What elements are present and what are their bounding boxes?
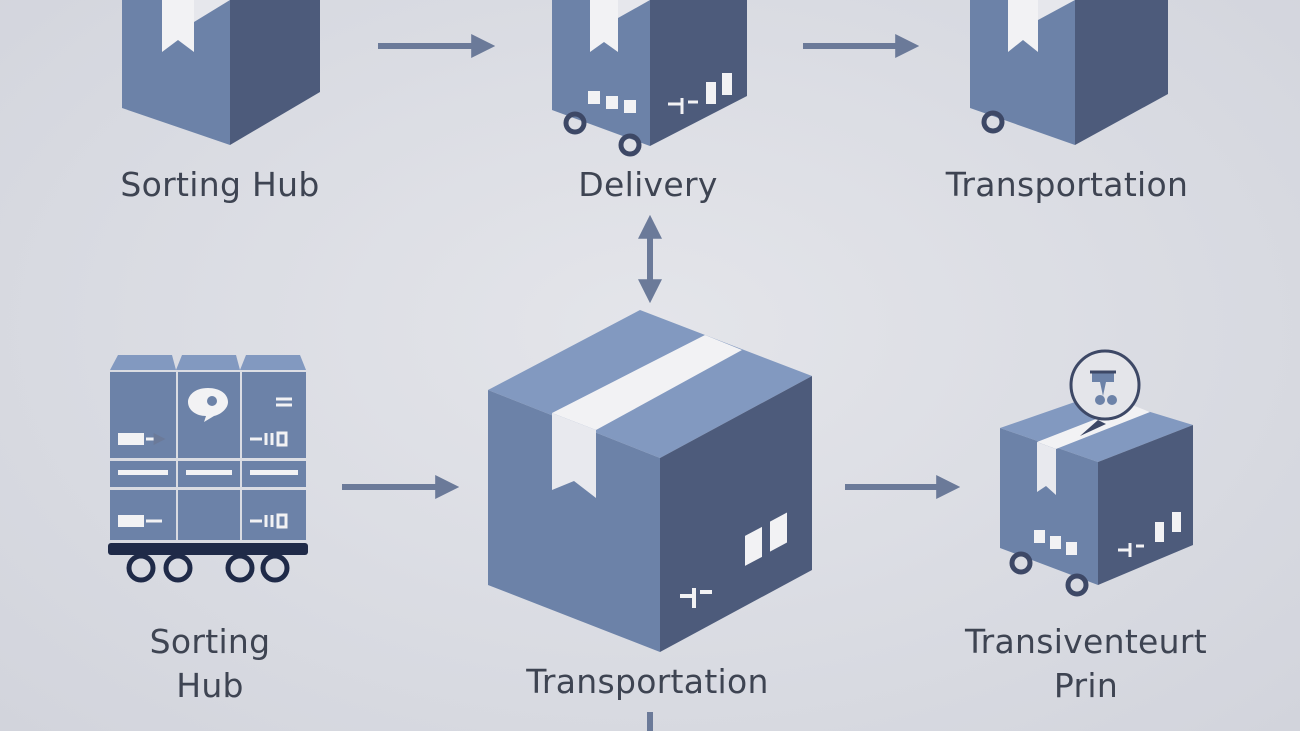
node-label-line: Transiventeurt	[965, 622, 1207, 661]
package-box-icon	[122, 0, 320, 145]
node-label-line: Transportation	[526, 662, 769, 701]
node-label-line: Prin	[1053, 665, 1119, 705]
delivery-cart-box-icon	[552, 0, 747, 157]
node-label-sorting-hub-bottom: Sorting Hub	[110, 620, 310, 707]
large-package-box-icon	[488, 310, 812, 652]
node-label-delivery: Delivery	[528, 163, 768, 207]
node-label-line: Sorting Hub	[120, 165, 320, 204]
node-label-line: Transportation	[945, 165, 1189, 204]
node-label-sorting-hub-top: Sorting Hub	[100, 163, 340, 207]
node-label-transportation-center: Transportation	[505, 660, 790, 704]
edge-arrows	[342, 34, 961, 731]
node-label-transportation-top: Transportation	[927, 163, 1207, 207]
sorting-rack-trolley-icon	[108, 355, 308, 583]
node-label-line: Hub	[176, 665, 244, 705]
wheeled-box-icon	[970, 0, 1168, 145]
node-label-transiventeurt-prin: Transiventeurt Prin	[950, 620, 1222, 707]
wheeled-box-with-pin-icon	[1000, 349, 1193, 597]
node-label-line: Delivery	[578, 165, 718, 204]
location-pin-icon	[1069, 349, 1141, 436]
node-label-line: Sorting	[149, 622, 271, 661]
